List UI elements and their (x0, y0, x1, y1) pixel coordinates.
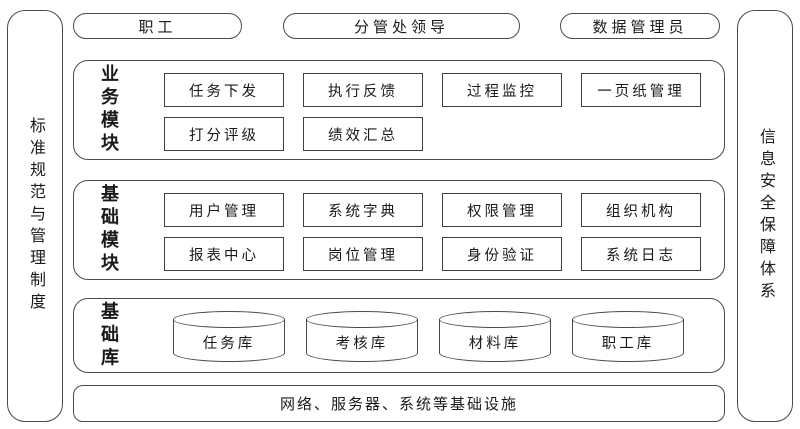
panel-business-modules-label: 业务模块 (99, 64, 119, 156)
module-box: 岗位管理 (303, 237, 423, 271)
database-label: 考核库 (335, 336, 389, 352)
panel-basic-modules: 基础模块 用户管理 系统字典 权限管理 组织机构 报表中心 岗位管理 身份验证 … (73, 180, 725, 280)
pillar-standards-label: 标准规范与管理制度 (27, 117, 44, 315)
panel-basic-databases-label: 基础库 (99, 301, 119, 370)
module-box: 任务下发 (164, 73, 284, 107)
database-cylinder: 材料库 (439, 311, 551, 362)
module-box: 一页纸管理 (581, 73, 701, 107)
module-box: 绩效汇总 (303, 117, 423, 151)
database-cylinder: 职工库 (572, 311, 684, 362)
database-cylinder: 考核库 (306, 311, 418, 362)
cylinder-top-ellipse (572, 311, 684, 328)
database-label: 材料库 (468, 336, 522, 352)
database-label: 职工库 (601, 336, 655, 352)
module-box: 报表中心 (164, 237, 284, 271)
databases-grid: 任务库 考核库 材料库 职工库 (173, 311, 684, 362)
cylinder-top-ellipse (306, 311, 418, 328)
module-box: 权限管理 (442, 193, 562, 227)
database-label: 任务库 (202, 336, 256, 352)
module-box: 组织机构 (581, 193, 701, 227)
pillar-standards: 标准规范与管理制度 (7, 10, 63, 422)
role-pill-staff-label: 职工 (138, 19, 177, 36)
role-pill-data-admin-label: 数据管理员 (592, 19, 688, 36)
pillar-security-label: 信息安全保障体系 (757, 128, 774, 304)
infrastructure-bar: 网络、服务器、系统等基础设施 (73, 385, 725, 422)
module-box: 打分评级 (164, 117, 284, 151)
panel-basic-modules-label: 基础模块 (99, 184, 119, 276)
cylinder-top-ellipse (439, 311, 551, 328)
database-cylinder: 任务库 (173, 311, 285, 362)
business-modules-grid: 任务下发 执行反馈 过程监控 一页纸管理 打分评级 绩效汇总 (164, 73, 701, 151)
role-pill-staff: 职工 (73, 13, 242, 39)
role-pill-data-admin: 数据管理员 (560, 13, 720, 39)
module-box: 系统日志 (581, 237, 701, 271)
module-box: 身份验证 (442, 237, 562, 271)
panel-basic-databases: 基础库 任务库 考核库 材料库 职工库 (73, 298, 725, 373)
cylinder-top-ellipse (173, 311, 285, 328)
role-pill-division-leader-label: 分管处领导 (353, 19, 449, 36)
panel-business-modules: 业务模块 任务下发 执行反馈 过程监控 一页纸管理 打分评级 绩效汇总 (73, 60, 725, 160)
pillar-security: 信息安全保障体系 (737, 10, 793, 422)
infrastructure-label: 网络、服务器、系统等基础设施 (279, 397, 518, 413)
module-box: 系统字典 (303, 193, 423, 227)
basic-modules-grid: 用户管理 系统字典 权限管理 组织机构 报表中心 岗位管理 身份验证 系统日志 (164, 193, 701, 271)
module-box: 过程监控 (442, 73, 562, 107)
module-box: 用户管理 (164, 193, 284, 227)
role-pill-division-leader: 分管处领导 (283, 13, 520, 39)
module-box: 执行反馈 (303, 73, 423, 107)
